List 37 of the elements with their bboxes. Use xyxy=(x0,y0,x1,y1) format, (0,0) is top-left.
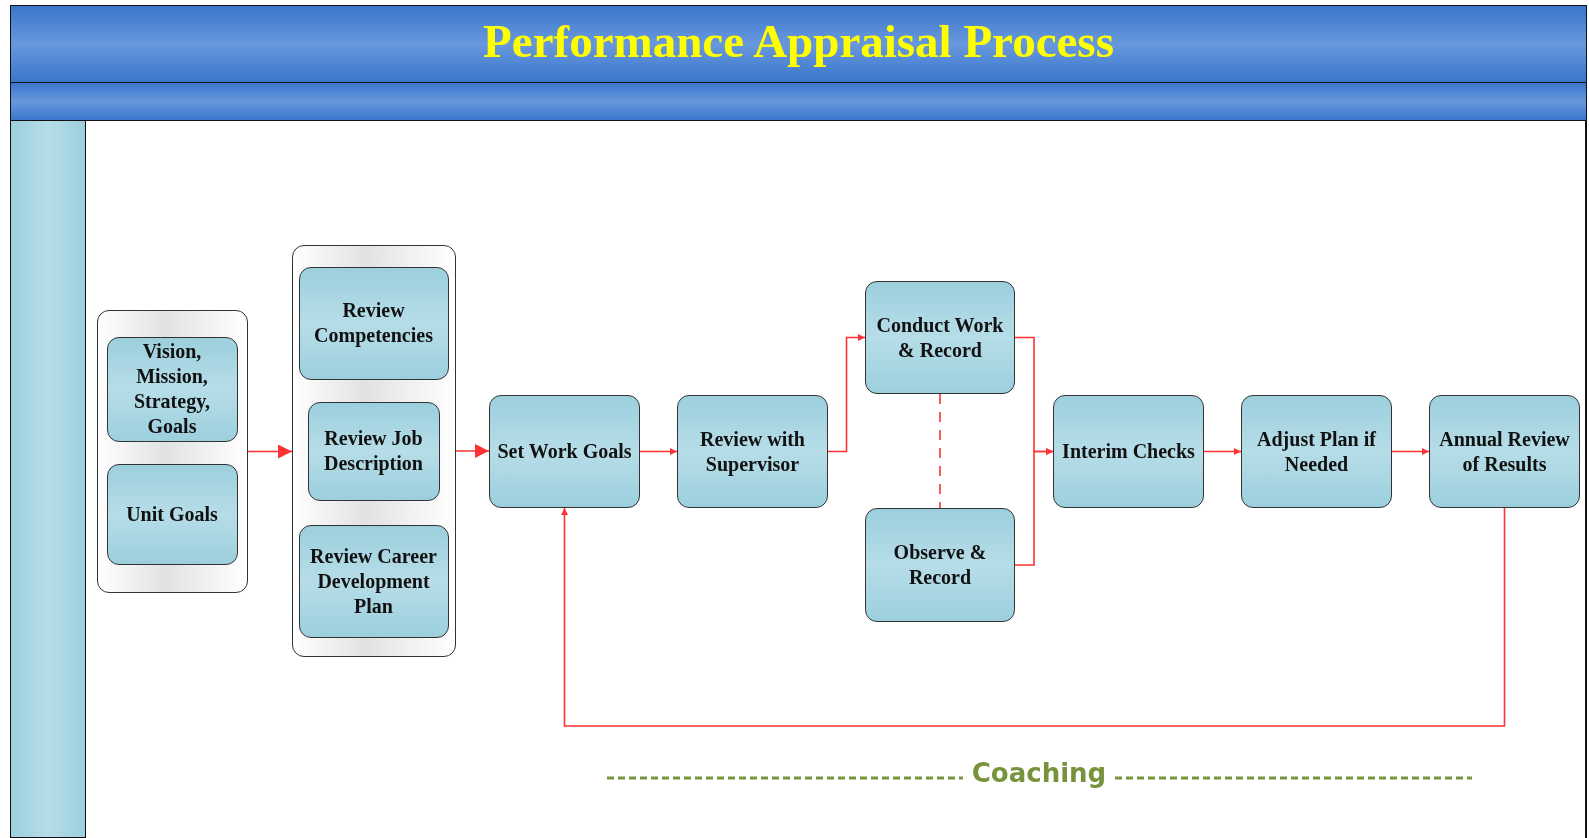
process-box xyxy=(1053,395,1204,508)
process-box xyxy=(298,524,449,638)
process-box xyxy=(865,281,1015,394)
process-box xyxy=(307,401,440,501)
arrow xyxy=(455,444,490,458)
arrow xyxy=(1014,448,1054,566)
process-box xyxy=(677,395,828,508)
group-box xyxy=(97,310,248,593)
step-label: Interim Checks xyxy=(1061,439,1196,464)
arrow xyxy=(1391,448,1430,455)
process-box xyxy=(865,508,1015,622)
step-label: Adjust Plan if Needed xyxy=(1256,426,1377,477)
arrow xyxy=(561,507,1506,727)
coaching-label: Coaching xyxy=(970,758,1108,788)
step-label: Observe & Record xyxy=(892,540,988,590)
process-box xyxy=(106,336,238,442)
step-label: Review Job Description xyxy=(323,426,424,476)
process-box xyxy=(489,395,640,508)
step-label: Annual Review of Results xyxy=(1438,426,1571,477)
step-label: Conduct Work & Record xyxy=(875,312,1005,363)
arrow xyxy=(247,444,293,459)
process-box xyxy=(1429,395,1580,508)
process-box xyxy=(106,463,238,565)
arrow xyxy=(1203,448,1242,455)
step-label: Vision, Mission, Strategy, Goals xyxy=(132,339,212,439)
step-label: Review with Supervisor xyxy=(699,426,806,477)
arrow xyxy=(639,448,678,455)
process-box xyxy=(1241,395,1392,508)
group-box xyxy=(292,245,456,657)
step-label: Review Competencies xyxy=(313,298,434,348)
process-box xyxy=(298,266,449,380)
title: Performance Appraisal Process xyxy=(482,14,1115,68)
arrow xyxy=(827,334,866,453)
dashed-connector xyxy=(939,393,941,509)
step-label: Set Work Goals xyxy=(496,439,633,464)
step-label: Review Career Development Plan xyxy=(309,543,438,619)
step-label: Unit Goals xyxy=(125,501,219,527)
